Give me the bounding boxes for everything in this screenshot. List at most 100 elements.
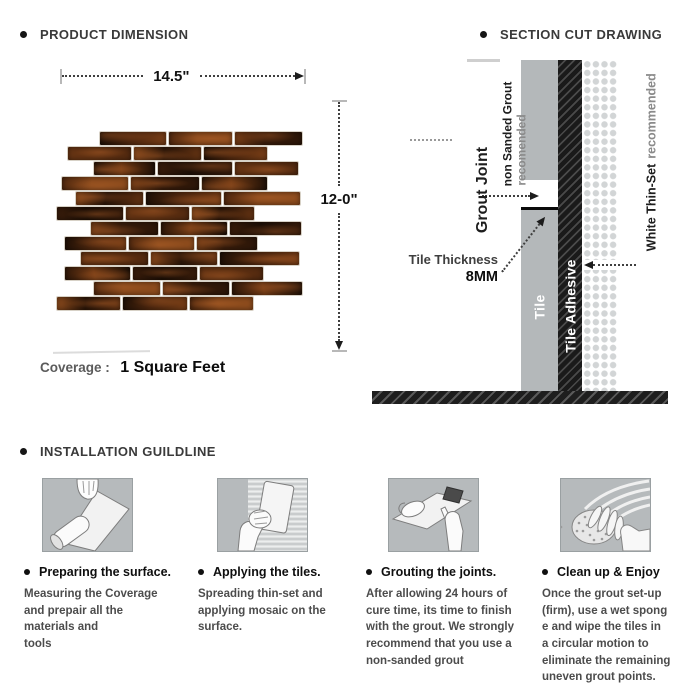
coverage-line: Coverage : 1 Square Feet — [40, 359, 225, 377]
trowel-icon — [237, 479, 307, 552]
dotted-line — [199, 75, 295, 77]
dotted-line — [338, 102, 340, 186]
bullet-icon — [20, 448, 27, 455]
install-step-3: Grouting the joints. After allowing 24 h… — [366, 478, 526, 669]
width-dimension-label: 14.5" — [153, 67, 190, 85]
grouting-illustration — [388, 478, 479, 552]
arrow-left-icon — [584, 261, 593, 269]
mosaic-brick — [230, 222, 301, 235]
mosaic-brick — [123, 297, 187, 310]
bullet-icon — [542, 569, 548, 575]
installation-header: INSTALLATION GUILDLINE — [20, 444, 216, 459]
mosaic-row — [57, 147, 302, 160]
mosaic-brick — [81, 252, 148, 265]
mosaic-row — [57, 267, 302, 280]
mosaic-tile-image — [57, 132, 302, 312]
mosaic-brick — [100, 132, 166, 145]
apply-tiles-illustration — [217, 478, 308, 552]
mosaic-brick — [192, 207, 254, 220]
width-dimension-line: 14.5" — [60, 67, 306, 85]
mosaic-brick — [65, 237, 126, 250]
mosaic-row — [57, 207, 302, 220]
dimension-tick — [60, 68, 62, 84]
mosaic-brick — [68, 147, 131, 160]
mosaic-brick — [129, 237, 194, 250]
step-title: Preparing the surface. — [39, 565, 171, 579]
install-step-4: Clean up & Enjoy Once the grout set-up (… — [542, 478, 700, 686]
mosaic-brick — [151, 252, 217, 265]
dotted-line — [593, 264, 636, 266]
dimension-tick — [331, 350, 347, 352]
mosaic-row — [57, 177, 302, 190]
step-description: Measuring the Coverage and prepair all t… — [24, 588, 158, 651]
mosaic-brick — [169, 132, 232, 145]
mosaic-row — [57, 282, 302, 295]
tile-thickness-value: 8MM — [465, 269, 498, 286]
mosaic-row — [57, 252, 302, 265]
tile-adhesive-label: Tile Adhesive — [562, 259, 579, 353]
mosaic-brick — [224, 192, 300, 205]
grout-float-icon — [391, 486, 473, 552]
installation-title: INSTALLATION GUILDLINE — [40, 444, 216, 459]
dotted-line — [62, 75, 144, 77]
tile-thickness-block: Tile Thickness 8MM — [388, 252, 498, 286]
step-description: Spreading thin-set and applying mosaic o… — [198, 588, 326, 634]
grout-joint-label: Grout Joint — [474, 146, 492, 234]
mosaic-brick — [204, 147, 267, 160]
thinset-label: White Thin-Set — [644, 163, 659, 252]
mosaic-brick — [158, 162, 232, 175]
tile-adhesive-layer — [558, 60, 582, 391]
grout-type-label: non Sanded Grout — [500, 81, 515, 187]
arrow-right-icon — [295, 72, 304, 80]
install-step-1: Preparing the surface. Measuring the Cov… — [24, 478, 184, 653]
dashed-extension-line — [410, 139, 452, 141]
tile-thickness-label: Tile Thickness — [408, 252, 498, 267]
mosaic-row — [57, 297, 302, 310]
mosaic-brick — [91, 222, 158, 235]
mosaic-brick — [57, 297, 120, 310]
thinset-note: recommended — [644, 73, 659, 159]
coverage-value: 1 Square Feet — [120, 359, 226, 376]
cleanup-illustration — [559, 478, 651, 552]
mosaic-row — [57, 162, 302, 175]
mosaic-row — [57, 222, 302, 235]
mosaic-brick — [76, 192, 143, 205]
mosaic-brick — [131, 177, 199, 190]
grout-type-note: recomended — [514, 114, 529, 186]
height-dimension-label: 12-0" — [320, 191, 358, 208]
mosaic-row — [57, 132, 302, 145]
mosaic-brick — [161, 222, 227, 235]
dotted-line — [482, 195, 530, 197]
dimension-tick — [304, 68, 306, 84]
section-cut-drawing: Grout Joint non Sanded Grout recomended … — [370, 55, 690, 407]
mosaic-brick — [220, 252, 299, 265]
bullet-icon — [20, 31, 27, 38]
mosaic-brick — [235, 162, 298, 175]
divider-line — [52, 350, 151, 354]
mosaic-row — [57, 237, 302, 250]
product-dimension-header: PRODUCT DIMENSION — [20, 27, 188, 42]
mosaic-brick — [134, 147, 201, 160]
sponge-icon — [559, 479, 651, 552]
mosaic-brick — [57, 207, 123, 220]
mosaic-brick — [232, 282, 302, 295]
mosaic-brick — [65, 267, 130, 280]
mosaic-brick — [62, 177, 128, 190]
arrow-right-icon — [530, 192, 539, 200]
bullet-icon — [480, 31, 487, 38]
mosaic-brick — [94, 162, 155, 175]
step-title: Clean up & Enjoy — [557, 565, 660, 579]
arrow-down-icon — [335, 341, 343, 350]
extension-tick — [467, 59, 500, 62]
mosaic-brick — [197, 237, 257, 250]
step-title: Grouting the joints. — [381, 565, 497, 579]
dotted-line — [338, 213, 340, 341]
thinset-pointer — [584, 260, 636, 270]
step-title: Applying the tiles. — [213, 565, 321, 579]
tile-layer — [521, 60, 558, 391]
mosaic-brick — [202, 177, 267, 190]
section-cut-header: SECTION CUT DRAWING — [480, 27, 662, 42]
mosaic-brick — [126, 207, 189, 220]
mosaic-brick — [190, 297, 253, 310]
dimension-tick — [331, 100, 347, 102]
